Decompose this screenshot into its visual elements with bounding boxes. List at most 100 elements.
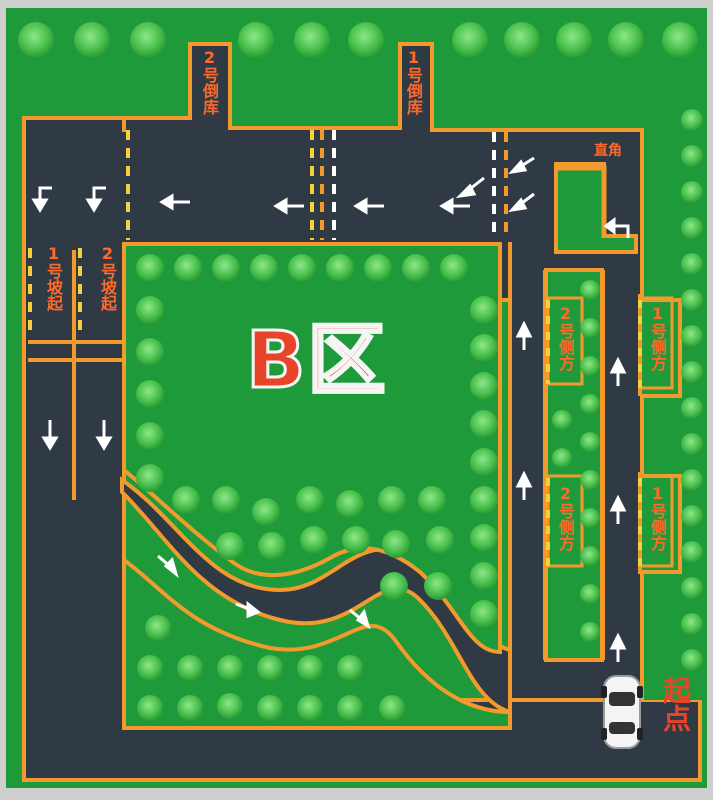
right-angle-turn-marker (556, 165, 607, 238)
tree-icon (681, 505, 703, 527)
tree-icon (580, 356, 600, 376)
tree-icon (257, 695, 283, 721)
tree-icon (470, 524, 498, 552)
tree-icon (681, 217, 703, 239)
tree-icon (662, 22, 698, 58)
tree-icon (136, 254, 164, 282)
tree-icon (257, 655, 283, 681)
arrow-curve (235, 600, 261, 619)
tree-icon (681, 469, 703, 491)
tree-icon (174, 254, 202, 282)
tree-icon (470, 334, 498, 362)
tree-icon (177, 695, 203, 721)
tree-icon (296, 486, 324, 514)
tree-icon (552, 410, 572, 430)
arrow-left (273, 197, 304, 215)
tree-icon (470, 410, 498, 438)
tree-icon (504, 22, 540, 58)
tree-icon (681, 181, 703, 203)
arrow-left (439, 197, 470, 215)
tree-icon (681, 145, 703, 167)
tree-icon (172, 486, 200, 514)
right-angle-turn-label: 直角 (594, 143, 622, 159)
tree-icon (212, 486, 240, 514)
tree-icon (580, 508, 600, 528)
tree-icon (238, 22, 274, 58)
tree-icon (250, 254, 278, 282)
tree-icon (74, 22, 110, 58)
arrow-curve (349, 608, 371, 630)
tree-icon (297, 695, 323, 721)
tree-icon (424, 572, 452, 600)
direction-arrows (31, 156, 630, 662)
zone-title: B区 (244, 316, 388, 406)
tree-icon (130, 22, 166, 58)
tree-icon (348, 22, 384, 58)
tree-icon (177, 655, 203, 681)
tree-icon (552, 448, 572, 468)
tree-icon (580, 280, 600, 300)
tree-icon (137, 655, 163, 681)
tree-icon (342, 526, 370, 554)
tree-icon (364, 254, 392, 282)
tree-icon (580, 470, 600, 490)
tree-icon (470, 562, 498, 590)
tree-icon (580, 432, 600, 452)
tree-icon (681, 361, 703, 383)
tree-icon (136, 296, 164, 324)
tree-icon (136, 380, 164, 408)
start-label: 起点 (659, 676, 692, 732)
tree-icon (336, 490, 364, 518)
tree-icon (379, 695, 405, 721)
tree-icon (452, 22, 488, 58)
tree-icon (470, 448, 498, 476)
tree-group (18, 22, 703, 721)
tree-icon (297, 655, 323, 681)
tree-icon (681, 325, 703, 347)
dashed-markings (28, 130, 642, 566)
tree-icon (426, 526, 454, 554)
tree-icon (378, 486, 406, 514)
tree-icon (580, 584, 600, 604)
tree-icon (580, 622, 600, 642)
tree-icon (470, 600, 498, 628)
tree-icon (217, 655, 243, 681)
tree-icon (580, 546, 600, 566)
tree-icon (681, 109, 703, 131)
tree-icon (288, 254, 316, 282)
tree-icon (681, 289, 703, 311)
tree-icon (380, 572, 408, 600)
tree-icon (580, 394, 600, 414)
tree-icon (136, 464, 164, 492)
tree-icon (326, 254, 354, 282)
arrow-left (353, 197, 384, 215)
arrow-diag (508, 192, 535, 213)
side-parking-label-1-upper: 1号侧方 (648, 304, 667, 371)
tree-icon (681, 613, 703, 635)
tree-icon (470, 486, 498, 514)
arrow-curve (157, 554, 179, 579)
tree-icon (145, 615, 171, 641)
arrow-left (159, 193, 190, 211)
tree-icon (470, 296, 498, 324)
hill-start-label-2: 2号坡起 (98, 244, 117, 311)
side-parking-label-2-upper: 2号侧方 (556, 304, 575, 371)
lane-dividers (28, 250, 605, 660)
tree-icon (402, 254, 430, 282)
tree-icon (580, 318, 600, 338)
tree-icon (440, 254, 468, 282)
tree-icon (681, 253, 703, 275)
tree-icon (252, 498, 280, 526)
reverse-parking-label-1: 1号倒库 (404, 48, 423, 115)
side-parking-slots (546, 296, 674, 568)
tree-icon (294, 22, 330, 58)
tree-icon (681, 541, 703, 563)
tree-icon (382, 530, 410, 558)
tree-icon (608, 22, 644, 58)
tree-icon (136, 422, 164, 450)
arrow-diag (508, 156, 535, 175)
hill-start-label-1: 1号坡起 (44, 244, 63, 311)
tree-icon (681, 649, 703, 671)
